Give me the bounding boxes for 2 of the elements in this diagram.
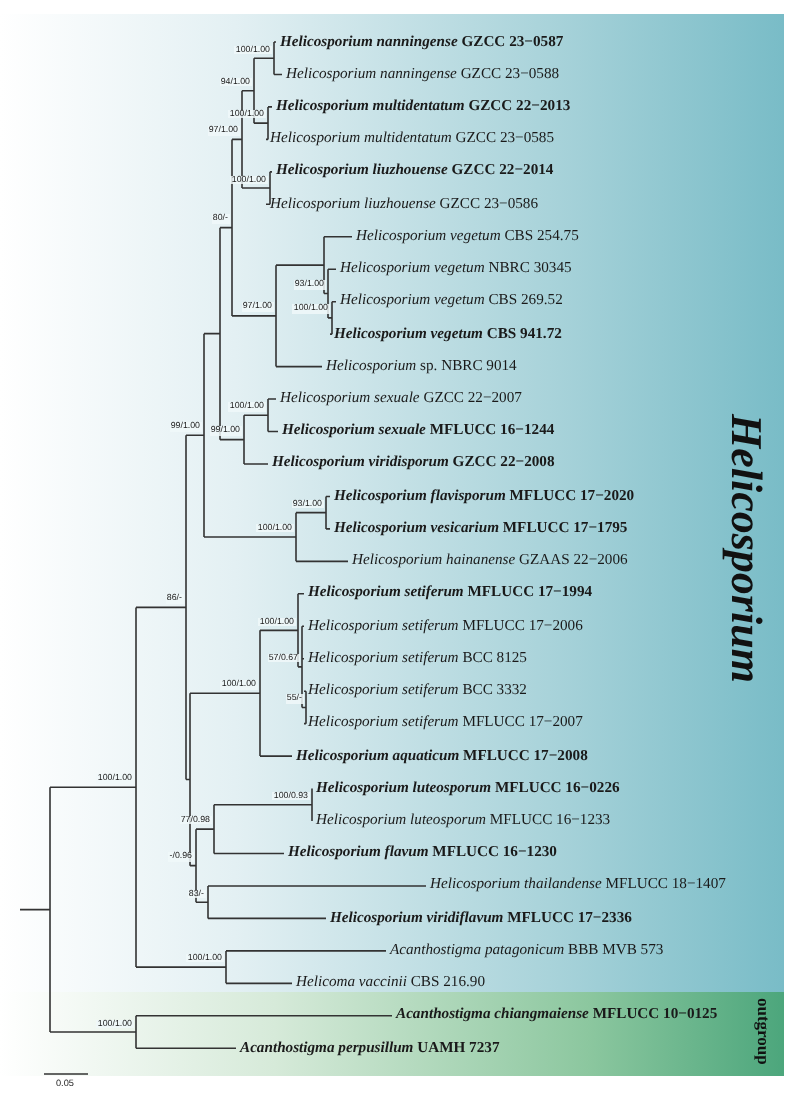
clade-label: Helicosporium bbox=[720, 414, 772, 683]
clade-label: outgroup bbox=[754, 998, 774, 1065]
